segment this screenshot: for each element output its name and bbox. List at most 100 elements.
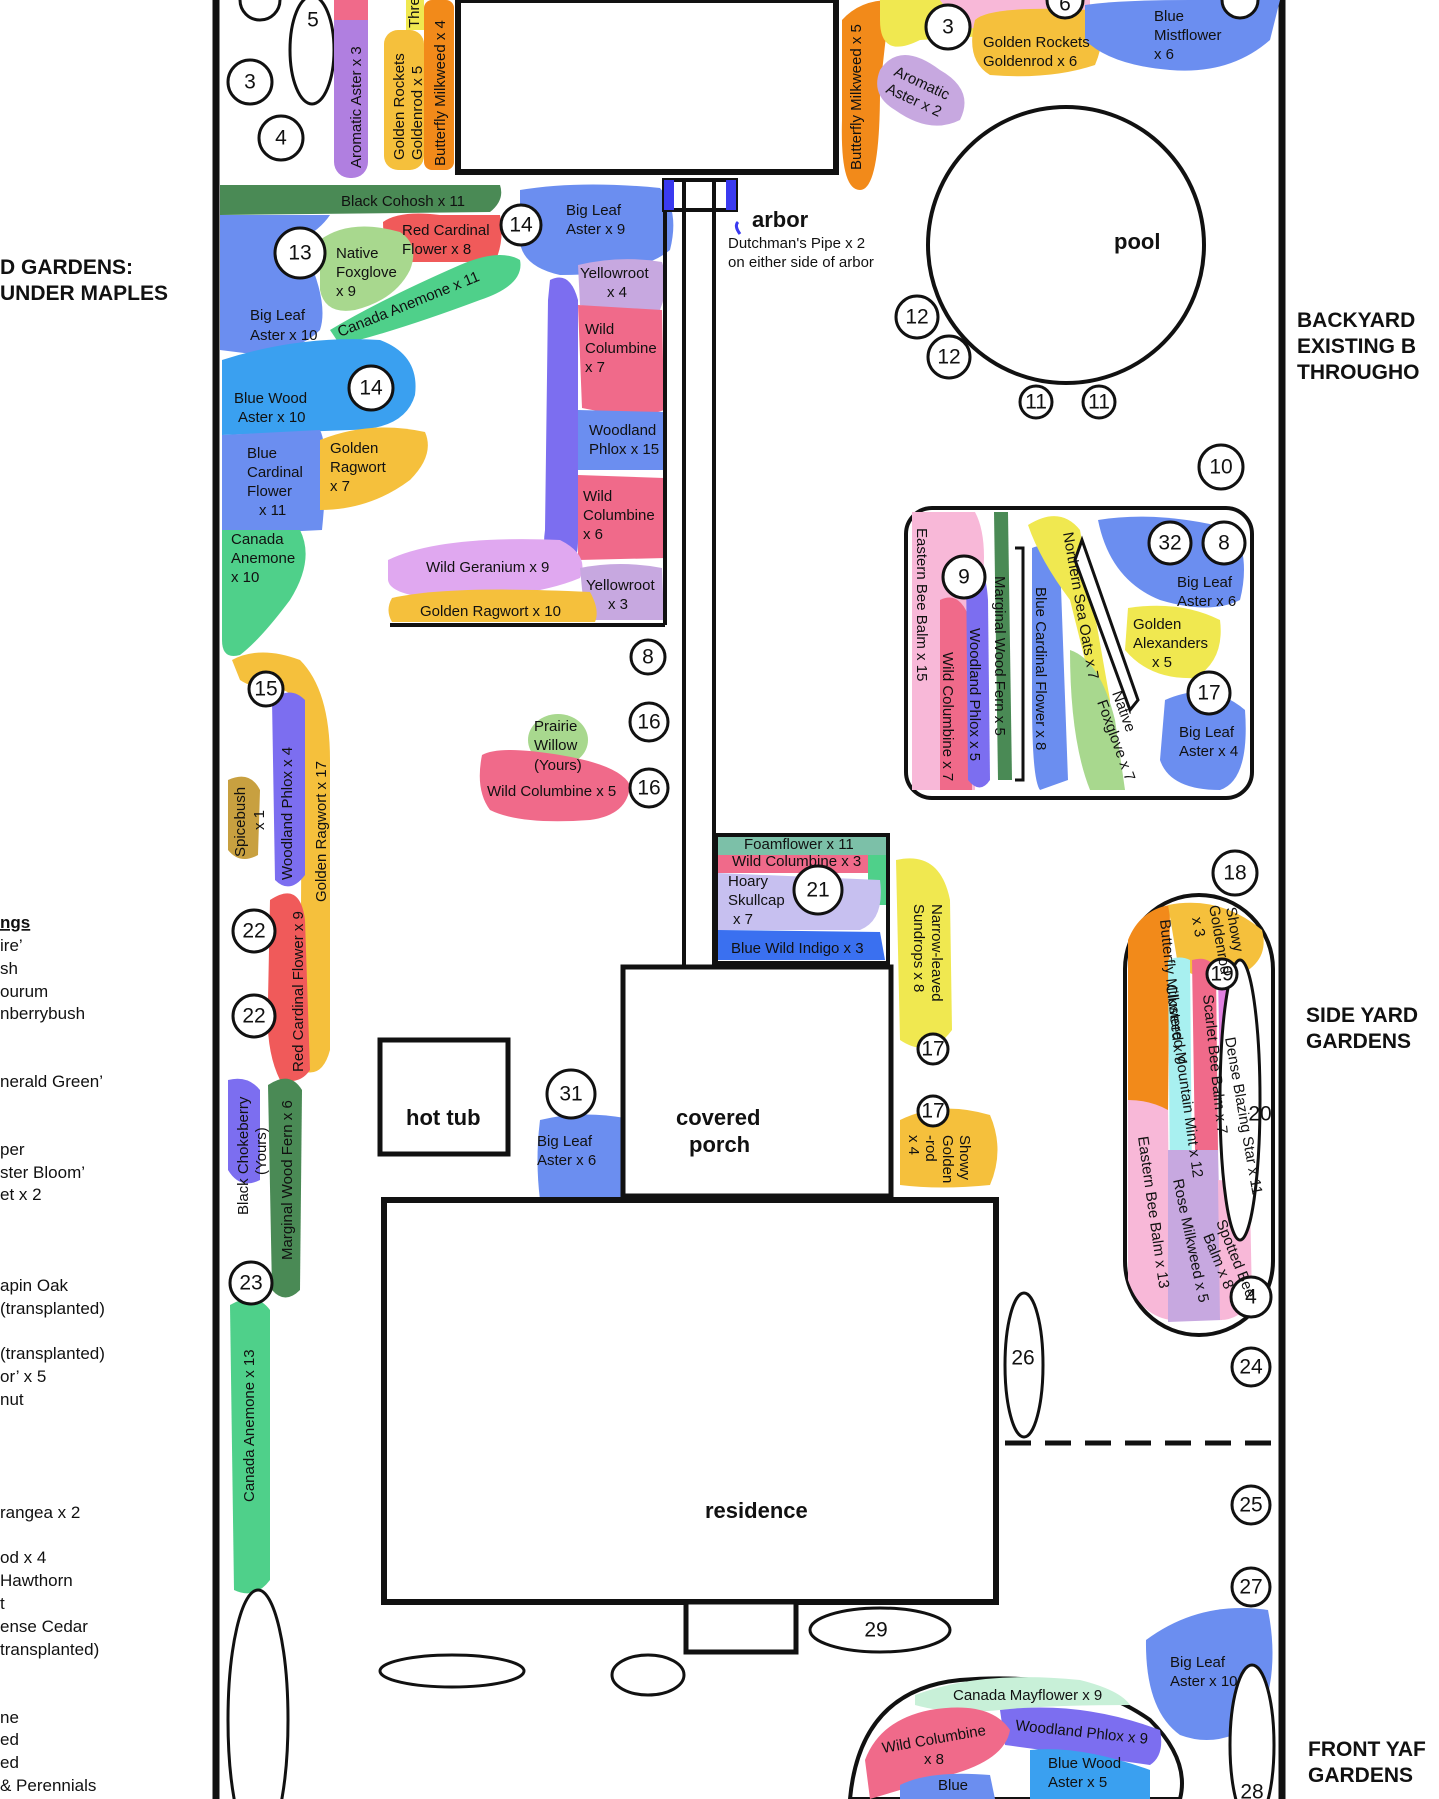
label-black-cohosh: Black Cohosh x 11 — [341, 193, 465, 210]
label-big-leaf-aster-6ra: Big Leaf — [1177, 574, 1233, 591]
bed-rose-milkweed — [1168, 1150, 1222, 1322]
legend-line: ster Bloom’ — [0, 1163, 85, 1182]
label-foamflower: Foamflower x 11 — [744, 836, 854, 853]
bed-blue-wild-indigo — [718, 930, 885, 960]
bed-red-cardinal-9 — [267, 893, 310, 1082]
marker-6: 6 — [1059, 0, 1071, 16]
marker-14b: 14 — [359, 377, 383, 400]
label-blue-cardinal-11d: x 11 — [259, 502, 286, 519]
bed-blue-cardinal-11 — [222, 430, 326, 535]
bed-sea-oats — [1028, 516, 1110, 708]
bed-golden-rockets-6 — [972, 8, 1102, 77]
label-yellowroot-4a: Yellowroot — [580, 265, 649, 282]
legend-line: rangea x 2 — [0, 1503, 80, 1522]
marker-8a: 8 — [1218, 532, 1230, 555]
tree-29 — [808, 1606, 952, 1654]
marker-15: 15 — [254, 678, 277, 701]
legend-line: ne — [0, 1708, 19, 1727]
label-big-leaf-aster-6rb: Aster x 6 — [1177, 593, 1236, 610]
marker-28: 28 — [1240, 1781, 1263, 1799]
label-blue-mistflower-c: x 6 — [1154, 46, 1174, 63]
legend-line: et x 2 — [0, 1185, 42, 1204]
label-canada-anemone-10a: Canada — [231, 531, 284, 548]
bed-clustered-mint — [1168, 957, 1192, 1180]
label-red-cardinal-9: Red Cardinal Flower x 9 — [290, 911, 307, 1072]
bed-wild-geranium — [388, 539, 583, 600]
marker-11a: 11 — [1025, 391, 1047, 414]
label-big-leaf-aster-4b: Aster x 4 — [1179, 743, 1238, 760]
legend-line: transplanted) — [0, 1640, 99, 1659]
tree-ellipse-bottom-a — [378, 1653, 526, 1689]
bed-golden-ragwort-7 — [320, 427, 428, 510]
label-golden-ragwort-10: Golden Ragwort x 10 — [420, 603, 561, 620]
label-aromatic-aster-3: Aromatic Aster x 3 — [348, 46, 365, 168]
hot-tub-label: hot tub — [406, 1105, 481, 1130]
bed-pink-top — [334, 0, 368, 20]
arbor-label: arbor — [752, 207, 809, 232]
label-hoary-c: x 7 — [733, 911, 753, 928]
label-wild-columbine-6b: Columbine — [583, 507, 655, 524]
label-golden-rockets-6a: Golden Rockets — [983, 34, 1090, 51]
divider-1 — [1015, 546, 1025, 782]
marker-18: 18 — [1223, 862, 1246, 885]
legend-line: ourum — [0, 982, 48, 1001]
label-golden-alex-b: Alexanders — [1133, 635, 1208, 652]
label-yellowroot-3a: Yellowroot — [586, 577, 655, 594]
marker-29: 29 — [864, 1619, 887, 1642]
label-canada-anemone-10c: x 10 — [231, 569, 259, 586]
bed-butterfly-milkweed-5 — [841, 0, 890, 190]
bed-showy-goldenrod-4 — [900, 1108, 998, 1188]
bed-woodland-phlox-4 — [272, 692, 305, 887]
label-black-chokeberry-a: Black Chokeberry — [235, 1096, 252, 1215]
label-sundrops-a: Narrow-leaved — [928, 904, 945, 1002]
tree-ellipse-left-bottom — [226, 1588, 290, 1799]
marker-24: 24 — [1239, 1356, 1263, 1379]
label-marginal-fern-6: Marginal Wood Fern x 6 — [279, 1100, 296, 1260]
label-wild-columbine-7c: x 7 — [585, 359, 605, 376]
marker-3a: 3 — [244, 71, 256, 94]
heading-left-2: UNDER MAPLES — [0, 282, 168, 305]
legend-line: t — [0, 1594, 5, 1613]
legend-line: or’ x 5 — [0, 1367, 46, 1386]
bed-aromatic-aster-2 — [877, 55, 965, 126]
bed-sundrops — [896, 858, 952, 1048]
bed-big-leaf-aster-6 — [537, 1114, 628, 1200]
label-big-leaf-aster-6a: Big Leaf — [537, 1133, 593, 1150]
divider-2 — [1073, 535, 1140, 714]
label-woodland-phlox-15b: Phlox x 15 — [589, 441, 659, 458]
label-red-cardinal-8a: Red Cardinal — [402, 222, 490, 239]
label-golden-rockets-5b: Goldenrod x 5 — [409, 66, 426, 160]
legend-lines: ire’ sh ourum nberrybush nerald Green’ p… — [0, 936, 105, 1795]
marker-32: 32 — [1158, 532, 1181, 555]
arbor-post-r — [726, 180, 736, 210]
residence-box — [381, 1197, 999, 1605]
garage — [455, 0, 839, 175]
label-big-leaf-aster-9b: Aster x 9 — [566, 221, 625, 238]
bed-blue-cardinal-8 — [1032, 545, 1068, 790]
marker-16b: 16 — [637, 777, 660, 800]
label-blue-wood-aster-5b: Aster x 5 — [1048, 1774, 1107, 1791]
bed-big-leaf-aster-9 — [519, 184, 674, 275]
bed-wild-columbine-8 — [865, 1707, 1010, 1799]
marker-25: 25 — [1239, 1494, 1262, 1517]
label-native-foxglove-b: Foxglove — [336, 264, 397, 281]
bed-marginal-fern-5 — [994, 512, 1012, 780]
bed-native-foxglove-7 — [1070, 650, 1125, 790]
bed-golden-alexanders — [1125, 605, 1221, 679]
legend-line: apin Oak — [0, 1276, 69, 1295]
tree-ellipse-bottom-b — [610, 1653, 686, 1697]
label-butterfly-milkweed-5: Butterfly Milkweed x 5 — [848, 24, 865, 170]
label-woodland-phlox-4: Woodland Phlox x 4 — [279, 747, 296, 880]
label-black-chokeberry-b: (Yours) — [253, 1127, 270, 1175]
label-wild-columbine-7a: Wild — [585, 321, 614, 338]
bed-wild-columbine-6 — [578, 475, 666, 560]
legend-line: sh — [0, 959, 18, 978]
label-wild-columbine-7b: Columbine — [585, 340, 657, 357]
arbor-note-1: Dutchman's Pipe x 2 — [728, 235, 865, 252]
marker-9: 9 — [958, 566, 970, 589]
bed-butterfly-milkweed-9 — [1128, 905, 1170, 1112]
legend-line: (transplanted) — [0, 1299, 105, 1318]
label-showy-goldenrod-4d: x 4 — [905, 1135, 922, 1155]
bed-woodland-phlox-9 — [1000, 1707, 1162, 1765]
label-golden-alex-a: Golden — [1133, 616, 1181, 633]
